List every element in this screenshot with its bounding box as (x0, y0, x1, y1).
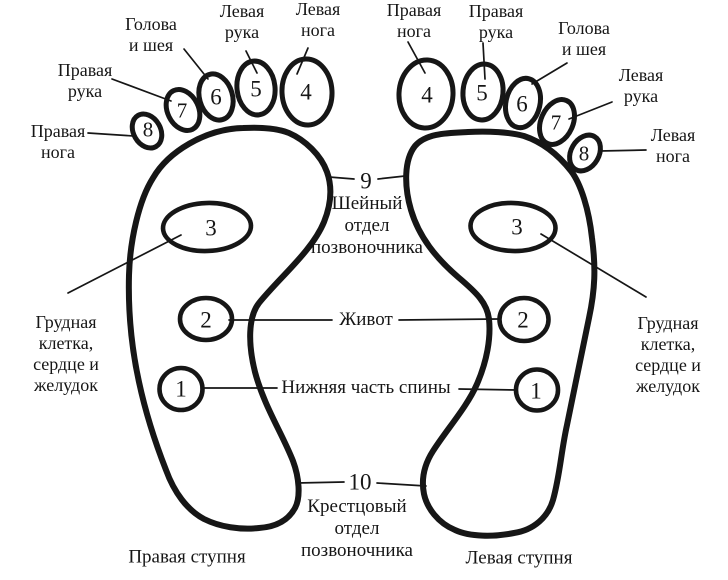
label-head-neck-right: Голова и шея (558, 18, 610, 59)
toe-zone-7-rightfoot (537, 97, 577, 147)
connector-lower-back-right (458, 388, 518, 391)
number-zone3-rightfoot: 3 (511, 214, 523, 240)
toe-zone-6-leftfoot (196, 71, 236, 123)
label-right-leg-right: Правая нога (386, 0, 442, 41)
connector-belly-right (398, 318, 499, 321)
connector-9-left (328, 176, 355, 180)
lead-head-neck-left (183, 48, 209, 80)
number-zone1-leftfoot: 1 (175, 376, 187, 402)
label-right-leg-left: Правая нога (30, 121, 86, 162)
label-right-arm-left: Правая рука (57, 60, 113, 101)
sole-zone-3-leftfoot (160, 200, 254, 254)
number-toe8-rightfoot: 8 (578, 141, 590, 166)
number-toe6-rightfoot: 6 (516, 91, 528, 117)
number-zone2-leftfoot: 2 (200, 307, 212, 333)
label-left-arm-left: Левая рука (219, 1, 265, 42)
connector-9-right (377, 175, 406, 180)
number-toe4-leftfoot: 4 (300, 79, 312, 105)
toe-zone-7-leftfoot (163, 87, 203, 133)
lead-chest-left (67, 234, 182, 294)
toe-zone-5-leftfoot (234, 58, 278, 118)
number-zone1-rightfoot: 1 (530, 378, 542, 404)
lead-head-neck-right (531, 62, 568, 85)
right-foot-sole-outline (125, 124, 334, 532)
label-right-arm-right: Правая рука (468, 1, 524, 42)
caption-left-foot: Левая ступня (465, 547, 573, 569)
sole-zone-1-leftfoot (157, 365, 205, 413)
number-toe7-leftfoot: 7 (176, 98, 188, 123)
toe-zone-8-rightfoot (567, 132, 603, 174)
number-toe8-leftfoot: 8 (142, 117, 154, 142)
connector-10-right (376, 482, 427, 487)
lead-left-leg-left (296, 47, 309, 75)
toe-zone-6-rightfoot (503, 75, 543, 131)
toe-zone-8-leftfoot (129, 111, 165, 151)
lead-right-arm-right (482, 42, 486, 80)
label-left-arm-right: Левая рука (618, 65, 664, 106)
caption-right-foot: Правая ступня (128, 546, 246, 568)
label-belly: Живот (339, 309, 393, 330)
sole-zone-3-rightfoot (468, 200, 558, 254)
number-zone2-rightfoot: 2 (517, 307, 529, 333)
number-sacral-10: 10 (348, 469, 372, 495)
number-toe5-leftfoot: 5 (250, 76, 262, 102)
label-chest-right: Грудная клетка, сердце и желудок (635, 313, 701, 396)
sole-zone-2-rightfoot (497, 295, 551, 344)
label-chest-left: Грудная клетка, сердце и желудок (33, 312, 99, 395)
number-toe7-rightfoot: 7 (550, 110, 562, 135)
lead-right-leg-left (87, 132, 135, 137)
label-sacral-spine: Крестцовый отдел позвоночника (301, 496, 413, 561)
left-foot-sole-outline (403, 128, 598, 539)
number-cervical-9: 9 (360, 168, 372, 194)
label-left-leg-right: Левая нога (650, 125, 696, 166)
lead-chest-right (540, 233, 647, 298)
lead-right-arm-left (111, 78, 172, 102)
number-toe4-rightfoot: 4 (421, 82, 433, 108)
label-head-neck-left: Голова и шея (125, 14, 177, 55)
number-zone3-leftfoot: 3 (205, 215, 217, 241)
label-left-leg-left: Левая нога (295, 0, 341, 40)
toe-zone-5-rightfoot (460, 61, 506, 123)
toe-zone-4-rightfoot (396, 57, 456, 131)
number-toe6-leftfoot: 6 (210, 84, 222, 110)
lead-left-arm-right (568, 101, 613, 120)
label-cervical-spine: Шейный отдел позвоночника (311, 193, 423, 258)
number-toe5-rightfoot: 5 (476, 80, 488, 106)
label-lower-back: Нижняя часть спины (281, 377, 451, 398)
lead-left-arm-left (245, 50, 258, 74)
toe-zone-4-leftfoot (279, 56, 335, 128)
connector-10-left (296, 481, 345, 484)
lead-right-leg-right (407, 41, 426, 74)
sole-zone-2-leftfoot (177, 295, 235, 343)
lead-left-leg-right (599, 149, 647, 152)
